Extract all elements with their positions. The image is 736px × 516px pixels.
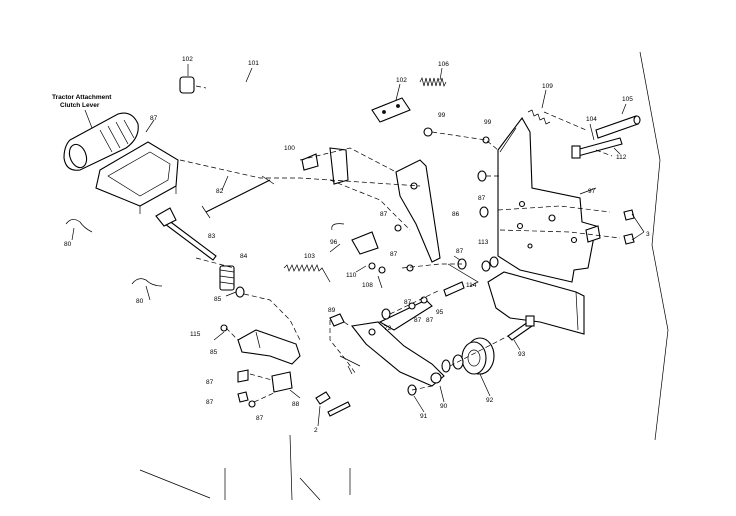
handle-part-101 <box>205 78 349 185</box>
callout-80a: 80 <box>64 241 72 248</box>
callout-104: 104 <box>586 116 597 123</box>
bracket-part-96 <box>331 223 379 255</box>
callout-100: 100 <box>284 145 295 152</box>
callout-97: 97 <box>588 188 596 195</box>
bolt-part-109 <box>527 109 551 125</box>
callout-87e: 87 <box>456 248 464 255</box>
callout-87f: 87 <box>404 299 412 306</box>
spring-part-103 <box>283 264 331 283</box>
lever-part-90 <box>339 299 445 387</box>
callout-labels: 102 101 102 106 109 105 104 112 99 99 10… <box>64 56 650 434</box>
bracket-part-85 <box>237 329 301 365</box>
callout-96: 96 <box>330 239 338 246</box>
callout-72: 72 <box>384 325 392 332</box>
callout-87g: 87 <box>414 317 422 324</box>
callout-85b: 85 <box>210 349 218 356</box>
svg-text:Tractor Attachment: Tractor Attachment <box>52 94 112 101</box>
callout-102b: 102 <box>396 77 407 84</box>
bolt-part-2 <box>315 391 351 417</box>
callout-106: 106 <box>438 61 449 68</box>
bolt-part-93 <box>507 315 535 341</box>
frame-edge-right <box>639 51 669 441</box>
callout-95: 95 <box>436 309 444 316</box>
callout-87j: 87 <box>206 399 214 406</box>
lever-arm-part-86 <box>395 159 441 263</box>
clutch-lever-title: Tractor Attachment Clutch Lever <box>52 94 112 109</box>
callout-89: 89 <box>328 307 336 314</box>
callout-112: 112 <box>616 154 627 161</box>
pin-part-105 <box>595 115 641 139</box>
callout-103: 103 <box>304 253 315 260</box>
callout-115: 115 <box>190 331 201 338</box>
callout-90: 90 <box>440 403 448 410</box>
callout-108: 108 <box>362 282 373 289</box>
bolt-part-104 <box>571 137 623 159</box>
callout-93: 93 <box>518 351 526 358</box>
callout-88: 88 <box>292 401 300 408</box>
callout-110: 110 <box>346 272 357 279</box>
spring-part-106 <box>419 76 447 88</box>
washer-part-85 <box>235 286 245 298</box>
plate-part-88 <box>271 371 293 393</box>
assembly-lines <box>179 85 621 403</box>
callout-84: 84 <box>240 253 248 260</box>
small-hardware <box>220 127 635 408</box>
callout-92: 92 <box>486 397 494 404</box>
callout-2: 2 <box>314 427 318 434</box>
callout-114: 114 <box>466 282 477 289</box>
cotter-pin-part-80b <box>131 278 163 287</box>
lower-plate-part <box>487 271 585 335</box>
callout-85a: 85 <box>214 296 222 303</box>
callout-87h: 87 <box>426 317 434 324</box>
cotter-pin-part-80a <box>65 219 93 233</box>
pulley-part-92 <box>441 337 495 375</box>
callout-105: 105 <box>622 96 633 103</box>
frame-edge-bottom <box>139 434 351 501</box>
callout-87k: 87 <box>256 415 264 422</box>
callout-87i: 87 <box>206 379 214 386</box>
callout-82: 82 <box>216 188 224 195</box>
grip-part-102b <box>371 97 411 123</box>
callout-87b: 87 <box>380 211 388 218</box>
callout-113: 113 <box>478 239 489 246</box>
clutch-lever-bracket-part <box>95 141 179 214</box>
callout-99a: 99 <box>438 112 446 119</box>
callout-87a: 87 <box>150 115 158 122</box>
callout-99b: 99 <box>484 119 492 126</box>
leader-lines <box>71 64 645 427</box>
callout-87d: 87 <box>478 195 486 202</box>
callout-101: 101 <box>248 60 259 67</box>
main-plate-part-97 <box>497 117 601 283</box>
svg-text:Clutch Lever: Clutch Lever <box>60 102 100 109</box>
callout-102a: 102 <box>182 56 193 63</box>
clutch-lever-grip-part <box>63 112 139 171</box>
pin-part-83 <box>155 207 217 261</box>
callout-87c: 87 <box>390 251 398 258</box>
knob-part-102 <box>179 76 195 94</box>
callout-80b: 80 <box>136 298 144 305</box>
nut-part-89 <box>329 313 345 327</box>
callout-109: 109 <box>542 83 553 90</box>
title-leader-line <box>84 109 93 129</box>
callout-91: 91 <box>420 413 428 420</box>
spring-part-84 <box>219 265 235 291</box>
rod-part-82 <box>201 175 275 219</box>
callout-3: 3 <box>646 231 650 238</box>
callout-83: 83 <box>208 233 216 240</box>
callout-86: 86 <box>452 211 460 218</box>
